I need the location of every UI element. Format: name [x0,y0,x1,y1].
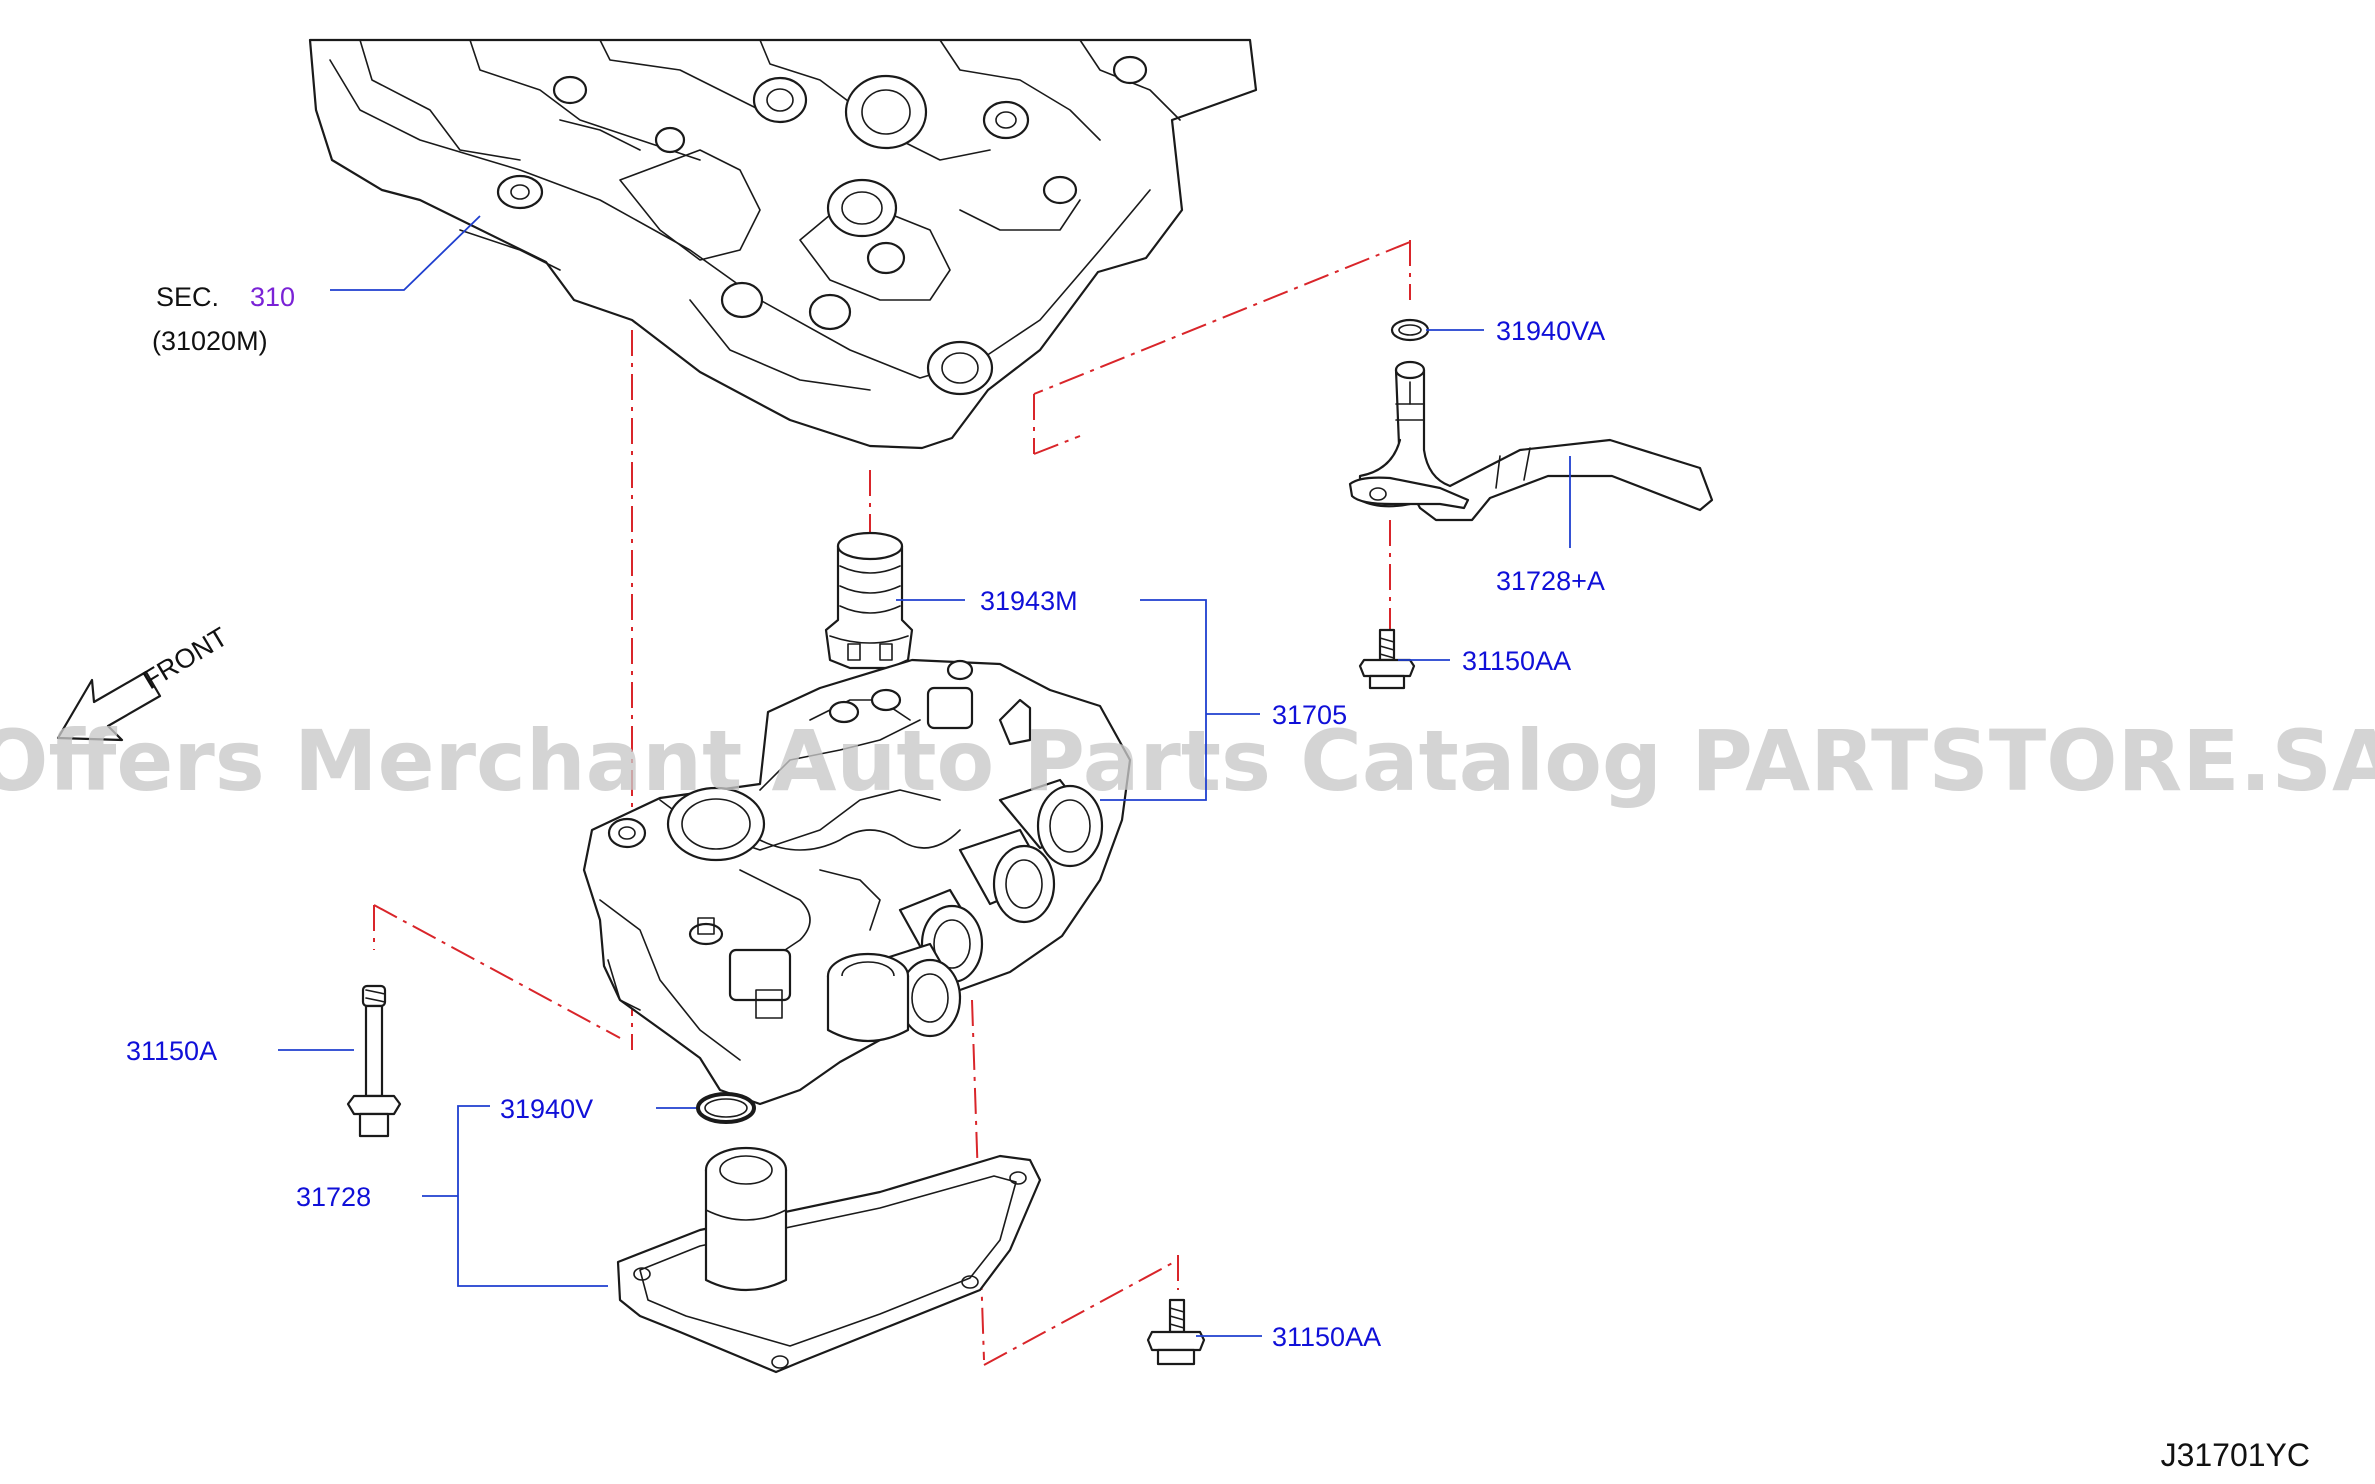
o-ring-31940V [696,1092,756,1124]
part-label-31728[interactable]: 31728 [296,1182,371,1212]
drawing-code: J31701YC [2161,1437,2310,1473]
bolt-31150A [346,984,402,1138]
part-label-31150AA-top[interactable]: 31150AA [1462,646,1571,676]
part-label-31150AA-bottom[interactable]: 31150AA [1272,1322,1381,1352]
watermark-text: Offers Merchant Auto Parts Catalog PARTS… [0,712,2375,810]
solenoid-31943M [824,531,914,670]
part-label-31705[interactable]: 31705 [1272,700,1347,730]
bolt-31150AA-top [1358,628,1416,690]
part-label-31728A[interactable]: 31728+A [1496,566,1605,596]
strainer-31728 [616,1146,1042,1374]
part-label-31943M[interactable]: 31943M [980,586,1078,616]
sec-sub-label: (31020M) [152,326,268,356]
oil-tube-31728A [1348,360,1714,522]
sec-number-link[interactable]: 310 [250,282,295,312]
part-label-31150A[interactable]: 31150A [126,1036,217,1066]
bolt-31150AA-bottom [1146,1298,1206,1366]
part-label-31940V[interactable]: 31940V [500,1094,593,1124]
part-label-31940VA[interactable]: 31940VA [1496,316,1605,346]
front-label: FRONT [138,622,233,696]
sec-prefix-label: SEC. [156,282,219,312]
part-labels: SEC. 310 (31020M) 31940VA 31728+A 31150A… [126,282,2310,1473]
valve-body-31705 [582,658,1132,1106]
transmission-case [308,38,1258,450]
o-ring-31940VA [1390,318,1430,342]
leader-lines [278,215,1571,1337]
